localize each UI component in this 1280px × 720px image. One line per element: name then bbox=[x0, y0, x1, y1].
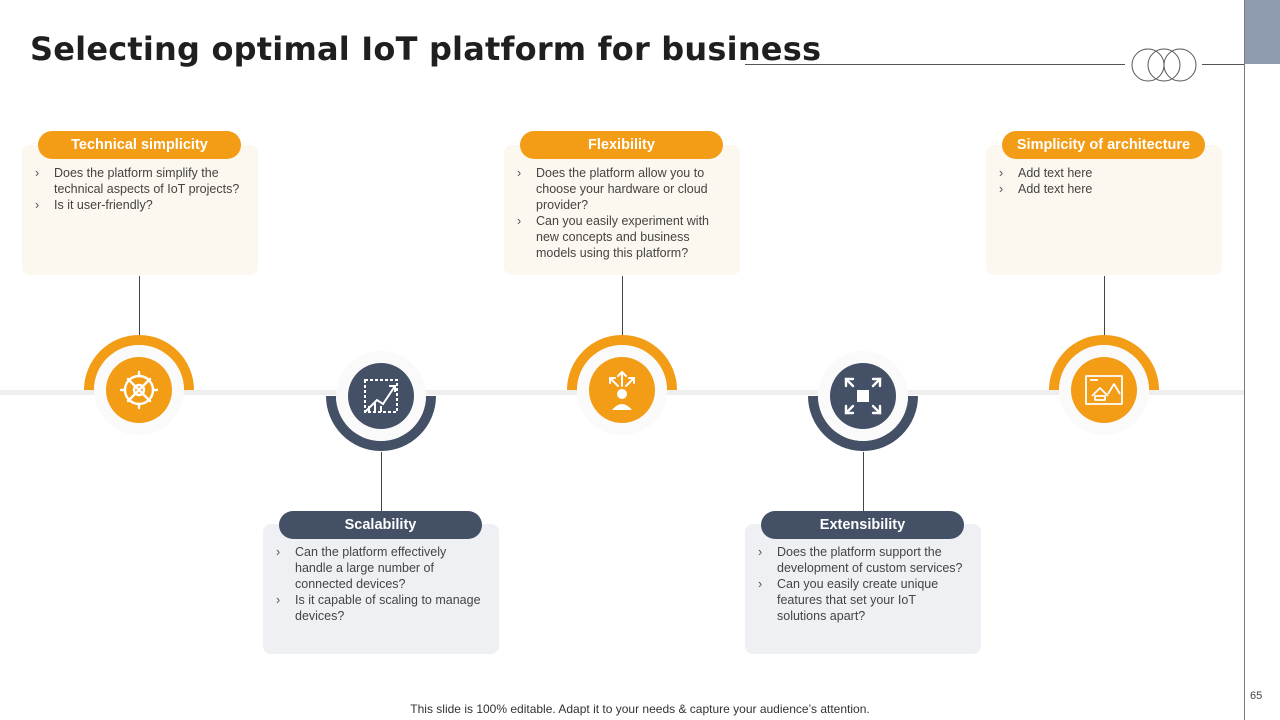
item-box-flexibility: Does the platform allow you to choose yo… bbox=[504, 145, 740, 275]
blueprint-house-icon bbox=[1085, 375, 1123, 405]
heading-technical-simplicity: Technical simplicity bbox=[38, 131, 241, 159]
heading-flexibility: Flexibility bbox=[520, 131, 723, 159]
page-number: 65 bbox=[1250, 690, 1263, 702]
footer-note: This slide is 100% editable. Adapt it to… bbox=[410, 702, 870, 716]
corner-accent bbox=[1244, 0, 1280, 64]
node-flexibility bbox=[566, 334, 678, 446]
tools-gear-icon bbox=[119, 370, 159, 410]
expand-arrows-icon bbox=[844, 377, 882, 415]
bullet-point: Add text here bbox=[999, 181, 1208, 197]
heading-simplicity-of-architecture: Simplicity of architecture bbox=[1002, 131, 1205, 159]
heading-extensibility: Extensibility bbox=[761, 511, 964, 539]
title-underline-right bbox=[1202, 64, 1244, 65]
growth-chart-icon bbox=[364, 379, 398, 413]
connector-line bbox=[139, 276, 140, 336]
person-arrows-icon bbox=[609, 370, 635, 410]
bullet-list: Does the platform allow you to choose yo… bbox=[504, 145, 740, 261]
title-underline bbox=[745, 64, 1125, 65]
node-scalability bbox=[325, 340, 437, 452]
bullet-point: Does the platform support the developmen… bbox=[758, 544, 967, 576]
bullet-point: Can the platform effectively handle a la… bbox=[276, 544, 485, 592]
bullet-point: Can you easily create unique features th… bbox=[758, 576, 967, 624]
bullet-point: Is it user-friendly? bbox=[35, 197, 244, 213]
right-margin-line bbox=[1244, 0, 1245, 720]
bullet-list: Does the platform support the developmen… bbox=[745, 524, 981, 624]
node-technical-simplicity bbox=[83, 334, 195, 446]
bullet-point: Add text here bbox=[999, 165, 1208, 181]
bullet-point: Does the platform simplify the technical… bbox=[35, 165, 244, 197]
connector-line bbox=[381, 452, 382, 512]
bullet-point: Is it capable of scaling to manage devic… bbox=[276, 592, 485, 624]
item-box-extensibility: Does the platform support the developmen… bbox=[745, 524, 981, 654]
item-box-technical-simplicity: Does the platform simplify the technical… bbox=[22, 145, 258, 275]
connector-line bbox=[622, 276, 623, 336]
item-box-scalability: Can the platform effectively handle a la… bbox=[263, 524, 499, 654]
bullet-list: Does the platform simplify the technical… bbox=[22, 145, 258, 213]
connector-line bbox=[1104, 276, 1105, 336]
bullet-list: Add text here Add text here bbox=[986, 145, 1222, 197]
heading-scalability: Scalability bbox=[279, 511, 482, 539]
bullet-point: Can you easily experiment with new conce… bbox=[517, 213, 726, 261]
bullet-list: Can the platform effectively handle a la… bbox=[263, 524, 499, 624]
item-box-simplicity-of-architecture: Add text here Add text here bbox=[986, 145, 1222, 275]
node-extensibility bbox=[807, 340, 919, 452]
bullet-point: Does the platform allow you to choose yo… bbox=[517, 165, 726, 213]
decorative-rings bbox=[1131, 48, 1197, 82]
connector-line bbox=[863, 452, 864, 512]
slide-title: Selecting optimal IoT platform for busin… bbox=[30, 30, 822, 68]
node-simplicity-of-architecture bbox=[1048, 334, 1160, 446]
